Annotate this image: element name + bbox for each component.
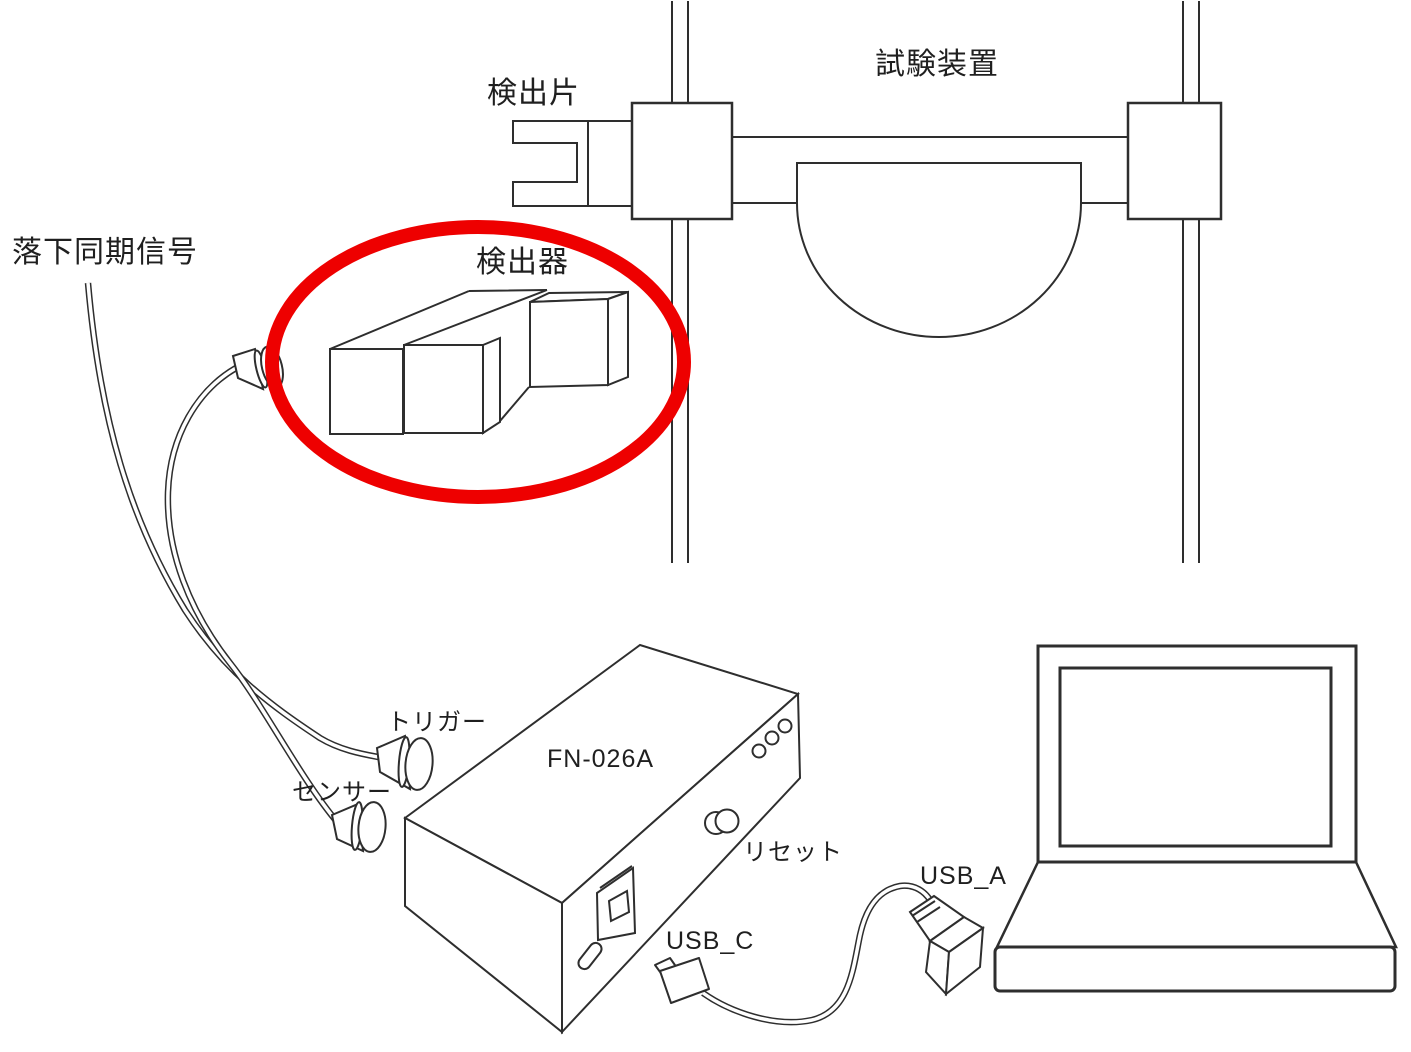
interface-box	[403, 643, 802, 1035]
detection-piece-fork	[512, 120, 632, 207]
highlight-circle	[265, 220, 691, 504]
usb-a-shell-left	[924, 939, 951, 997]
box-right-face	[561, 691, 802, 1035]
trigger-plug-cap	[404, 737, 434, 791]
label-usb-a: USB_A	[920, 862, 1007, 890]
panel-button-1	[751, 743, 767, 759]
detector-unit	[329, 289, 629, 435]
detector-back-cube-side	[607, 290, 629, 387]
label-test-apparatus: 試験装置	[875, 48, 999, 81]
label-sensor: センサー	[292, 779, 392, 806]
usb-port-slot	[607, 889, 631, 923]
usb-a-shell-right	[944, 925, 985, 997]
detector-front-cube-left	[329, 348, 404, 435]
usb-cable	[701, 882, 933, 1026]
led-slot	[577, 941, 603, 971]
left-pole	[671, 1, 689, 563]
usb-c-connector	[654, 957, 710, 1004]
label-drop-sync-signal: 落下同期信号	[12, 236, 198, 269]
sensor-cable-core	[166, 366, 340, 825]
laptop	[993, 644, 1398, 993]
sync-cable-core	[86, 282, 379, 759]
laptop-keyboard-deck	[995, 860, 1398, 949]
bowl	[796, 162, 1082, 338]
laptop-base	[993, 945, 1397, 993]
right-clamp-block	[1126, 101, 1223, 221]
detector-bar-edges	[329, 289, 548, 350]
detector-front-cube-side	[482, 336, 501, 435]
signal-cables	[84, 282, 379, 826]
sensor-plug	[330, 801, 387, 853]
label-detection-piece: 検出片	[487, 77, 580, 110]
sensor-plug-cap	[357, 801, 387, 853]
label-trigger: トリガー	[387, 709, 487, 736]
crossbar	[732, 136, 1128, 204]
panel-button-3	[777, 718, 793, 734]
detector-connector-edge	[499, 386, 530, 422]
usb-a-ridges	[911, 900, 941, 923]
label-device-model: FN-026A	[547, 745, 655, 773]
trigger-plug	[375, 734, 434, 791]
laptop-screen	[1058, 666, 1333, 848]
label-detector: 検出器	[476, 246, 569, 279]
left-clamp-block	[630, 101, 734, 221]
usb-a-connector	[908, 894, 985, 997]
usb-port-lip	[599, 865, 633, 889]
usb-c-body	[659, 957, 710, 1004]
label-usb-c: USB_C	[666, 927, 755, 955]
right-pole	[1182, 1, 1200, 563]
detector-back-cube-front	[529, 297, 609, 389]
label-reset: リセット	[743, 839, 843, 866]
reset-button	[714, 808, 740, 834]
detector-front-cube-right	[403, 344, 484, 434]
test-stand	[512, 1, 1223, 563]
usb-cable-core	[701, 883, 932, 1024]
panel-button-2	[764, 730, 780, 746]
